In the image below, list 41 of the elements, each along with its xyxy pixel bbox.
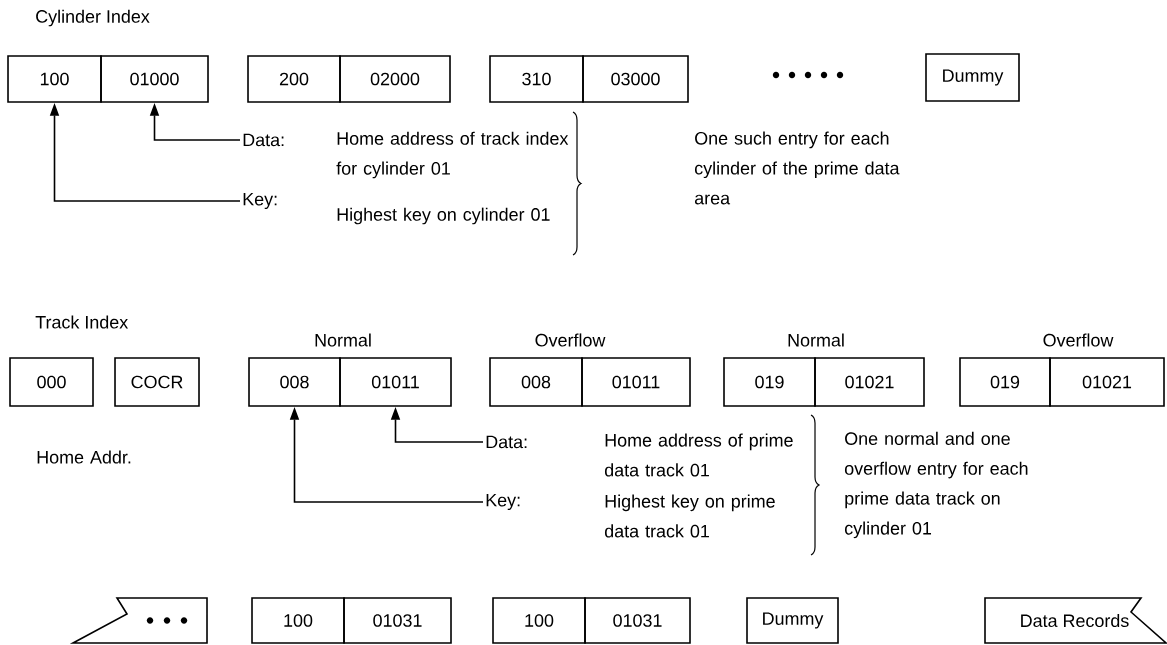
text-label: One such entry for each cylinder of the prime data area	[694, 131, 900, 205]
record-cell: 01011	[339, 357, 452, 407]
text-label: Home address of track index for cylinder 01	[336, 131, 569, 179]
record-cell: 01011	[581, 357, 691, 407]
record-cell: 100	[251, 597, 345, 644]
record-cell: 000	[9, 357, 94, 407]
record-cell: 01000	[100, 55, 209, 103]
text-label: Overflow	[535, 333, 606, 347]
record-cell: 03000	[582, 55, 689, 103]
flag-box	[69, 597, 208, 644]
field-label: Key:	[486, 493, 520, 510]
record-cell: 200	[247, 55, 341, 103]
record-cell: COCR	[114, 357, 200, 407]
text-label: One normal and one overflow entry for each prime data track on cylinder 01	[844, 431, 1028, 539]
text-label: Track Index	[35, 315, 128, 329]
text-label: Highest key on prime data track 01	[604, 494, 775, 538]
text-label: Overflow	[1043, 333, 1114, 347]
record-cell: Dummy	[746, 597, 839, 644]
text-label: Cylinder Index	[36, 9, 150, 27]
record-cell: 02000	[339, 55, 451, 103]
record-cell: 310	[489, 55, 584, 103]
record-cell: Dummy	[925, 53, 1020, 102]
field-label: Data:	[486, 435, 527, 449]
record-cell: 019	[723, 357, 816, 407]
text-label: Normal	[788, 333, 844, 347]
flag-box: Data Records	[984, 597, 1167, 644]
record-cell: 100	[7, 55, 102, 103]
text-label: Highest key on cylinder 01	[337, 207, 550, 225]
record-cell: 01031	[343, 597, 452, 644]
text-label: Home Addr.	[37, 450, 131, 464]
record-cell: 01021	[1049, 357, 1165, 407]
text-label: Home address of prime data track 01	[604, 433, 793, 477]
text-label: Normal	[315, 333, 371, 347]
record-cell: 01031	[584, 597, 691, 644]
record-cell: 008	[248, 357, 341, 407]
record-cell: 100	[492, 597, 586, 644]
record-cell: 019	[959, 357, 1051, 407]
field-label: Key:	[243, 192, 277, 209]
field-label: Data:	[243, 133, 284, 147]
record-cell: 008	[489, 357, 583, 407]
record-cell: 01021	[814, 357, 925, 407]
